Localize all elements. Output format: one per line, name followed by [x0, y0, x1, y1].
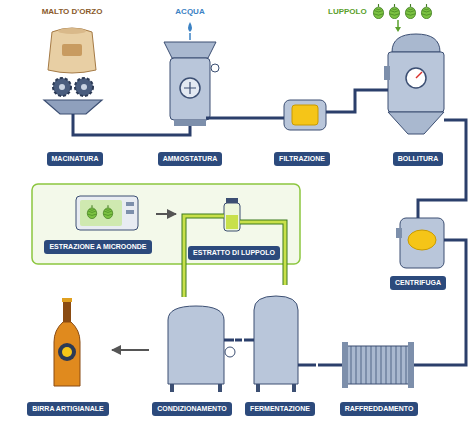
pipe	[284, 262, 287, 285]
input-label: MALTO D'ORZO	[42, 8, 103, 16]
pipe-casing	[182, 262, 187, 297]
step-label: BOLLITURA	[393, 152, 443, 166]
pipe	[318, 364, 336, 367]
beer-bottle	[54, 298, 80, 386]
malt-mill	[44, 28, 120, 135]
process-step: CENTRIFUGA	[380, 212, 456, 292]
process-step: ESTRAZIONE A MICROONDE	[40, 192, 156, 256]
hop-extraction-panel	[32, 184, 300, 264]
fermenter-tank	[244, 296, 316, 392]
input-label: LUPPOLO	[328, 8, 367, 16]
boil-kettle	[373, 4, 458, 134]
process-step: BOLLITURA	[378, 28, 458, 168]
process-step: ESTRATTO DI LUPPOLO	[176, 194, 292, 262]
centrifuge	[396, 212, 456, 268]
input-label: ACQUA	[175, 8, 204, 16]
step-label: MACINATURA	[47, 152, 104, 166]
process-step: FILTRAZIONE	[266, 88, 338, 168]
flow-arrow	[156, 213, 176, 215]
process-step: CONDIZIONAMENTO	[149, 297, 235, 418]
pipe	[235, 339, 242, 342]
pipe	[338, 90, 378, 112]
step-label: BIRRA ARTIGIANALE	[27, 402, 108, 416]
extract-vial	[184, 198, 285, 262]
heat-exchanger	[336, 342, 422, 388]
process-step: FERMENTAZIONE	[242, 285, 318, 418]
pipe	[418, 120, 466, 212]
pipe	[120, 134, 148, 137]
process-step: BIRRA ARTIGIANALE	[24, 298, 112, 418]
pipe-casing	[283, 262, 288, 285]
pipe	[232, 117, 266, 120]
step-label: CENTRIFUGA	[390, 276, 446, 290]
microwave	[76, 196, 138, 230]
process-step: AMMOSTATURA	[148, 30, 232, 168]
step-label: ESTRAZIONE A MICROONDE	[44, 240, 151, 254]
pipe	[183, 262, 186, 297]
flow-arrow	[112, 349, 149, 351]
pipe	[422, 240, 466, 365]
step-label: FILTRAZIONE	[274, 152, 330, 166]
conditioning-tank	[168, 306, 235, 392]
step-label: RAFFREDDAMENTO	[340, 402, 419, 416]
filter-unit	[266, 100, 338, 130]
process-step: RAFFREDDAMENTO	[336, 338, 422, 418]
process-step: MACINATURA	[30, 26, 120, 168]
step-label: FERMENTAZIONE	[245, 402, 315, 416]
step-label: AMMOSTATURA	[158, 152, 223, 166]
step-label: ESTRATTO DI LUPPOLO	[188, 246, 280, 260]
step-label: CONDIZIONAMENTO	[152, 402, 231, 416]
mash-tun	[148, 22, 232, 135]
